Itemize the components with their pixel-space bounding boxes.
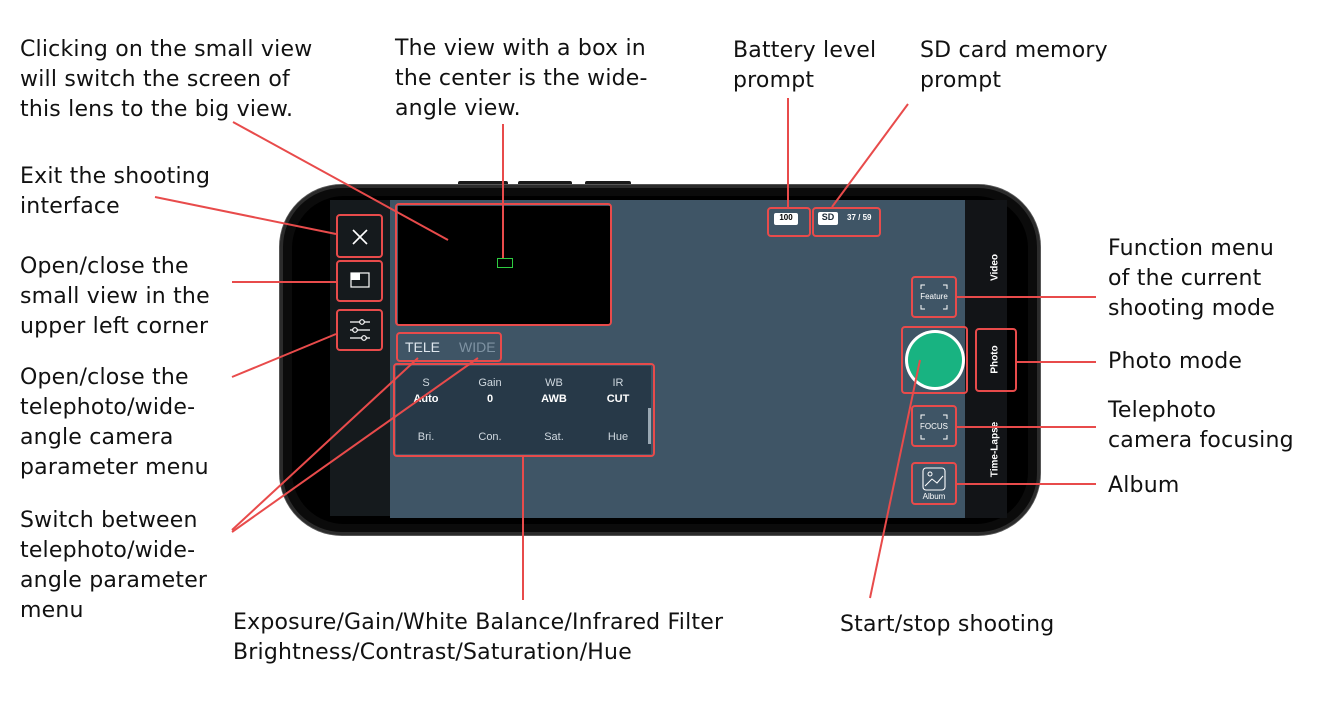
param-label: Gain [478, 377, 502, 389]
highlight-battery [767, 207, 811, 237]
annotation-switch-menu: Switch between telephoto/wide- angle par… [20, 508, 208, 623]
highlight-album [911, 462, 957, 505]
battery-value: 100 [779, 213, 793, 222]
param-label[interactable]: Hue [607, 431, 629, 443]
annotation-battery: Battery level prompt [733, 38, 877, 93]
param-scrollbar[interactable] [648, 408, 651, 444]
param-label[interactable]: Con. [478, 431, 502, 443]
param-value[interactable]: AWB [541, 393, 567, 405]
phone-button [518, 181, 572, 186]
wide-angle-center-box [497, 258, 513, 268]
album-icon [922, 467, 946, 491]
left-toolbar [330, 200, 390, 516]
annotation-sd-card: SD card memory prompt [920, 38, 1108, 93]
annotation-params: Exposure/Gain/White Balance/Infrared Fil… [233, 610, 724, 665]
battery-icon: 100 [774, 213, 798, 225]
annotation-param-menu: Open/close the telephoto/wide- angle cam… [20, 365, 209, 480]
annotation-tele-focus: Telephoto camera focusing [1108, 398, 1294, 453]
highlight-sd [812, 207, 881, 237]
annotation-open-small-view: Open/close the small view in the upper l… [20, 254, 210, 339]
highlight-small-view-toggle [336, 260, 383, 302]
sd-value: 37 / 59 [847, 213, 872, 222]
param-label: S [422, 377, 430, 389]
parameter-menu-icon[interactable] [338, 311, 382, 351]
album-button[interactable]: Album [913, 464, 955, 504]
highlight-feature [911, 276, 957, 318]
param-label: WB [545, 377, 563, 389]
annotation-wide-angle-view: The view with a box in the center is the… [395, 36, 648, 121]
sd-icon: SD [818, 212, 838, 225]
param-value[interactable]: Auto [413, 393, 439, 405]
focus-button[interactable]: FOCUS [913, 408, 955, 446]
annotation-photo-mode: Photo mode [1108, 349, 1243, 374]
phone-button [458, 181, 508, 186]
highlight-param-menu [336, 309, 383, 351]
phone-button [585, 181, 631, 186]
tab-wide[interactable]: WIDE [459, 339, 496, 355]
close-icon[interactable] [338, 216, 382, 258]
feature-button[interactable]: Feature [913, 278, 955, 316]
sd-label: SD [821, 212, 835, 222]
highlight-photo-mode [975, 328, 1017, 392]
small-view-toggle-icon[interactable] [338, 262, 382, 302]
param-value[interactable]: 0 [486, 393, 494, 405]
annotation-album: Album [1108, 473, 1180, 498]
album-label: Album [922, 492, 946, 501]
focus-label: FOCUS [920, 422, 948, 431]
highlight-tele-wide [396, 332, 502, 362]
param-label: IR [612, 377, 624, 389]
param-label[interactable]: Bri. [417, 431, 435, 443]
param-value[interactable]: CUT [606, 393, 630, 405]
highlight-focus [911, 405, 957, 447]
tab-tele[interactable]: TELE [405, 339, 441, 355]
highlight-shutter [901, 326, 968, 394]
annotation-exit: Exit the shooting interface [20, 164, 211, 219]
annotation-function-menu: Function menu of the current shooting mo… [1108, 236, 1275, 321]
mode-bar [965, 200, 1007, 518]
highlight-params [393, 363, 655, 457]
feature-label: Feature [920, 292, 948, 301]
parameter-panel [396, 366, 651, 454]
highlight-exit [336, 214, 383, 258]
annotation-start-stop: Start/stop shooting [840, 612, 1055, 637]
param-label[interactable]: Sat. [544, 431, 564, 443]
annotation-small-view: Clicking on the small view will switch t… [20, 37, 313, 122]
